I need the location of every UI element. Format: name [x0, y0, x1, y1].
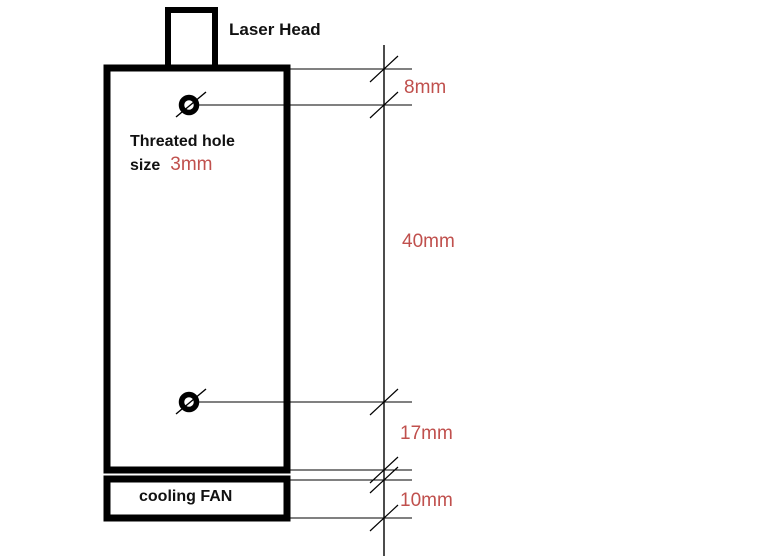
dimension-label-17mm: 17mm: [400, 423, 453, 444]
threaded-hole-upper: [175, 91, 207, 118]
tick-body-top: [369, 55, 399, 83]
threaded-hole-lower: [175, 388, 207, 415]
cooling-fan-rect: [103, 475, 291, 522]
threaded-hole-lower-ring: [178, 391, 200, 413]
laser-head-nozzle: [165, 7, 218, 68]
threaded-hole-callout-line2: size 3mm: [130, 153, 235, 176]
threaded-hole-callout: Threated hole size 3mm: [130, 133, 235, 175]
laser-head-label: Laser Head: [229, 20, 321, 39]
threaded-hole-upper-slash: [175, 91, 207, 118]
dimension-label-10mm: 10mm: [400, 490, 453, 511]
threaded-hole-callout-size-word: size: [130, 156, 161, 174]
tick-fan-top: [369, 466, 399, 494]
tick-upper-hole: [369, 91, 399, 119]
threaded-hole-callout-value: 3mm: [170, 153, 213, 175]
main-body-rect: [103, 64, 291, 474]
extension-lines: [196, 68, 412, 519]
dimension-label-8mm: 8mm: [404, 77, 447, 98]
dimension-label-40mm: 40mm: [402, 231, 455, 252]
cooling-fan-label: cooling FAN: [139, 488, 233, 505]
tick-body-bottom: [369, 456, 399, 484]
threaded-hole-upper-ring: [178, 94, 200, 116]
tick-lower-hole: [369, 388, 399, 416]
threaded-hole-lower-slash: [175, 388, 207, 415]
dimension-ticks: [369, 55, 399, 532]
threaded-hole-callout-line1: Threated hole: [130, 133, 235, 150]
tick-fan-bottom: [369, 504, 399, 532]
